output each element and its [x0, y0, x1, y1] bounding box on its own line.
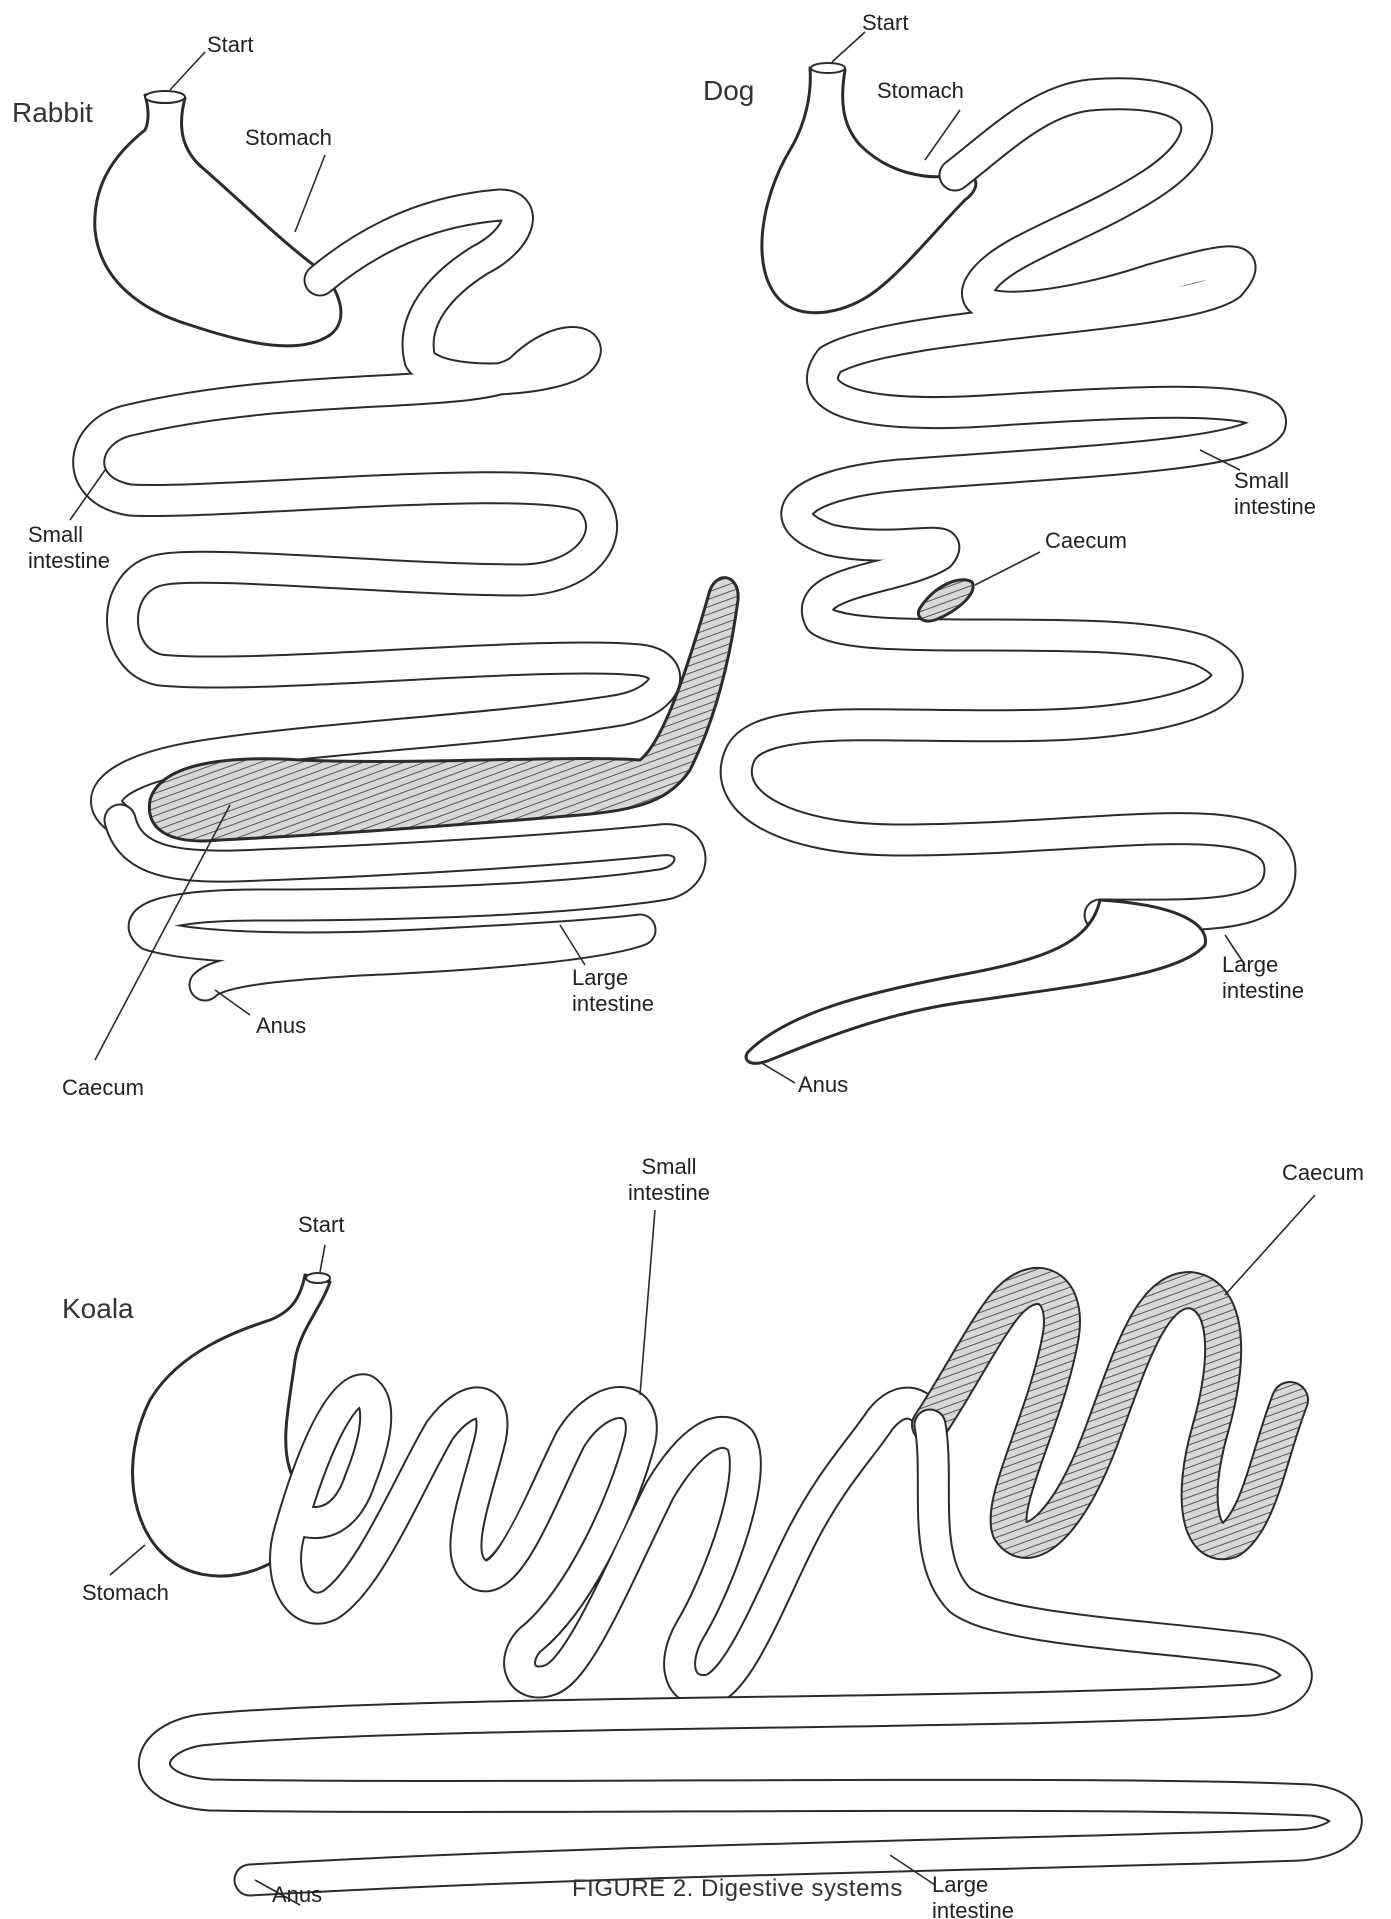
koala-start-leader — [320, 1245, 325, 1272]
koala-caecum-leader — [1225, 1195, 1315, 1295]
dog-anus-label: Anus — [798, 1072, 848, 1098]
koala-stomach-leader — [110, 1545, 145, 1575]
dog-large-intestine — [746, 900, 1205, 1063]
rabbit-anus-leader — [215, 990, 250, 1015]
rabbit-start-label: Start — [207, 32, 253, 58]
rabbit-anus-label: Anus — [256, 1013, 306, 1039]
koala-start-opening — [306, 1273, 330, 1283]
rabbit-start-opening — [145, 91, 185, 103]
rabbit-stomach-label: Stomach — [245, 125, 332, 151]
koala-small-intestine-label: Small intestine — [628, 1154, 710, 1206]
dog-title: Dog — [703, 78, 754, 104]
koala-start-label: Start — [298, 1212, 344, 1238]
koala-title: Koala — [62, 1296, 134, 1322]
dog-start-label: Start — [862, 10, 908, 36]
dog-digestive-system — [736, 32, 1280, 1083]
koala-large-intestine-label: Large intestine — [932, 1872, 1014, 1919]
koala-digestive-system — [110, 1195, 1346, 1905]
rabbit-stomach-leader — [295, 155, 325, 232]
dog-stomach-leader — [925, 110, 960, 160]
dog-stomach — [762, 68, 976, 313]
rabbit-small-intestine-label: Small intestine — [28, 522, 110, 574]
koala-stomach-label: Stomach — [82, 1580, 169, 1606]
rabbit-digestive-system — [70, 52, 738, 1060]
dog-anus-leader — [760, 1062, 795, 1083]
koala-anus-label: Anus — [272, 1882, 322, 1908]
dog-caecum — [918, 580, 973, 621]
dog-small-intestine-label: Small intestine — [1234, 468, 1316, 520]
dog-large-intestine-label: Large intestine — [1222, 952, 1304, 1004]
dog-caecum-label: Caecum — [1045, 528, 1127, 554]
rabbit-start-leader — [170, 52, 205, 90]
koala-small-intestine-leader — [640, 1210, 655, 1395]
rabbit-large-intestine-label: Large intestine — [572, 965, 654, 1017]
dog-start-opening — [811, 63, 845, 73]
koala-caecum-label: Caecum — [1282, 1160, 1364, 1186]
dog-stomach-label: Stomach — [877, 78, 964, 104]
rabbit-title: Rabbit — [12, 100, 93, 126]
dog-caecum-leader — [975, 552, 1040, 585]
rabbit-caecum-label: Caecum — [62, 1075, 144, 1101]
dog-start-leader — [832, 32, 865, 62]
figure-caption: FIGURE 2. Digestive systems — [572, 1876, 903, 1902]
